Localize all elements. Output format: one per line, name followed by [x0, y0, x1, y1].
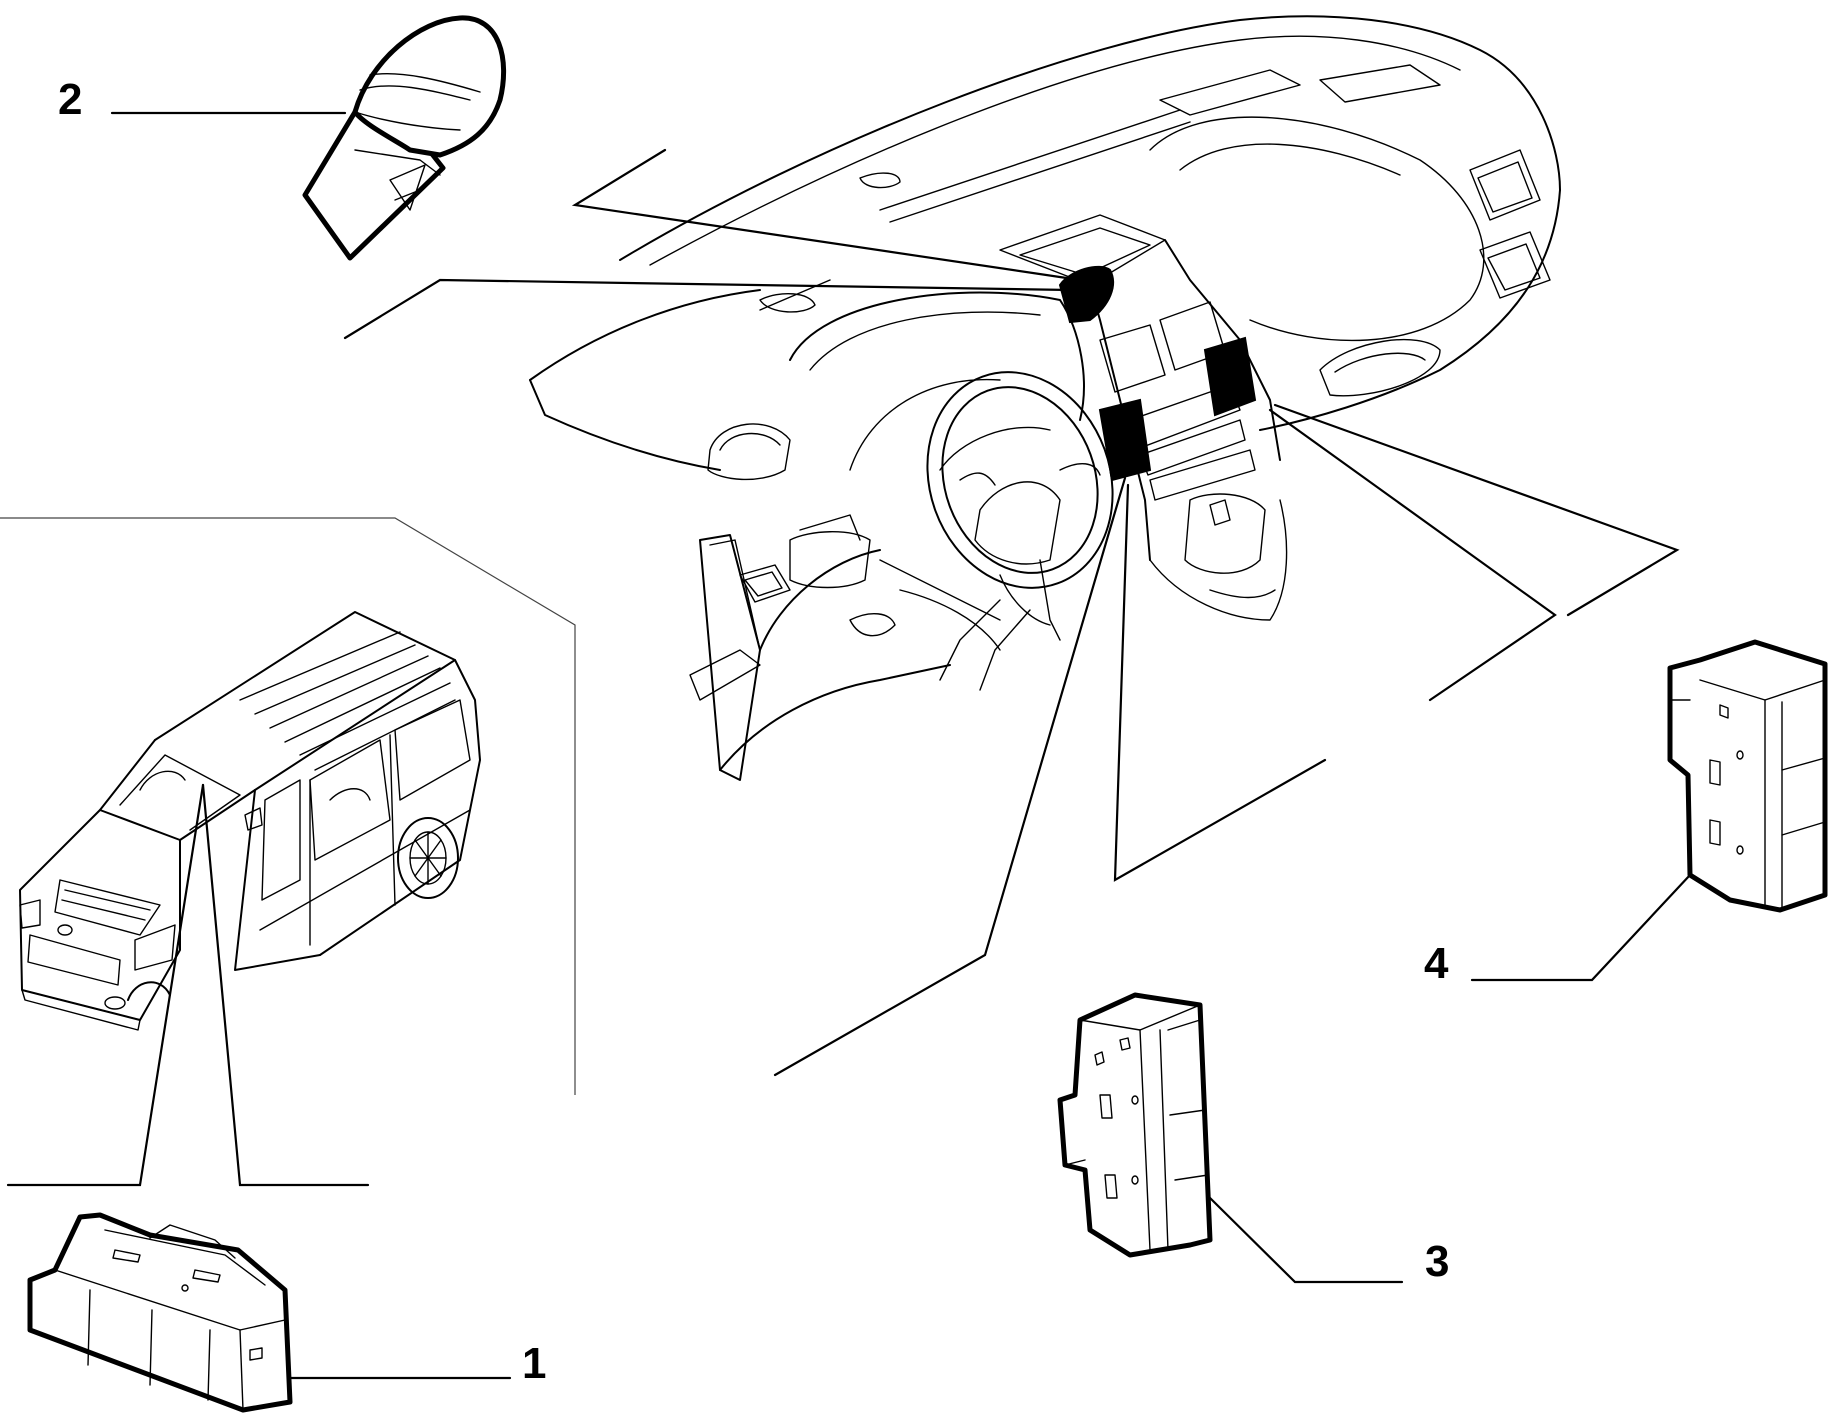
- part-2-illustration: [302, 15, 507, 261]
- callout-1: 1: [522, 1339, 546, 1388]
- callout-2: 2: [58, 75, 82, 124]
- callout-4: 4: [1424, 939, 1449, 988]
- dashboard-illustration: [529, 15, 1561, 781]
- part-3-illustration: [1057, 992, 1213, 1258]
- part-4-illustration: [1667, 639, 1828, 913]
- part-1-illustration: [27, 1212, 293, 1413]
- vehicle-inset: [0, 517, 576, 1095]
- callouts: 1 2 3 4: [58, 75, 1692, 1388]
- callout-3: 3: [1425, 1237, 1449, 1286]
- van-illustration: [19, 611, 481, 1031]
- leader-lines: [6, 148, 1680, 1187]
